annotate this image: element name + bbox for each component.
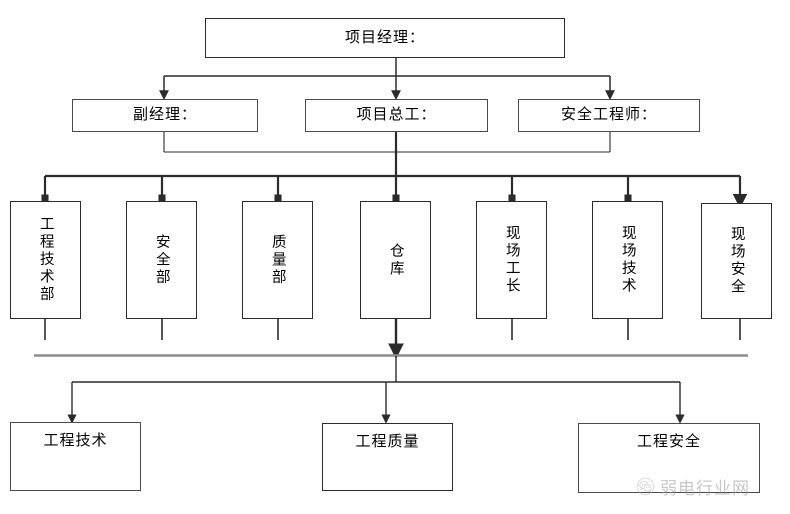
node-label: 工程技术部 xyxy=(37,216,54,304)
node-output-engineering-quality[interactable]: 工程质量 xyxy=(322,423,453,491)
node-label: 工程安全 xyxy=(636,433,701,450)
node-label: 安全部 xyxy=(153,233,170,287)
node-label: 质量部 xyxy=(269,233,286,287)
node-site-foreman[interactable]: 现场工长 xyxy=(476,201,547,319)
node-site-safety[interactable]: 现场安全 xyxy=(701,203,772,319)
node-project-manager[interactable]: 项目经理： xyxy=(205,18,565,58)
node-site-technician[interactable]: 现场技术 xyxy=(592,201,663,319)
node-label: 仓库 xyxy=(387,242,404,278)
node-engineering-tech-dept[interactable]: 工程技术部 xyxy=(10,201,81,319)
node-label: 项目经理： xyxy=(344,28,425,46)
node-label: 安全工程师： xyxy=(560,106,657,124)
node-deputy-manager[interactable]: 副经理： xyxy=(72,99,258,132)
node-quality-dept[interactable]: 质量部 xyxy=(242,201,313,319)
node-label: 项目总工： xyxy=(356,106,437,124)
node-output-engineering-safety[interactable]: 工程安全 xyxy=(578,423,760,493)
node-label: 现场技术 xyxy=(619,225,636,295)
node-label: 现场安全 xyxy=(728,226,745,296)
node-output-engineering-tech[interactable]: 工程技术 xyxy=(10,422,141,491)
node-label: 现场工长 xyxy=(503,225,520,295)
node-warehouse[interactable]: 仓库 xyxy=(360,201,431,319)
node-label: 工程技术 xyxy=(43,432,108,449)
node-safety-dept[interactable]: 安全部 xyxy=(126,201,197,319)
node-label: 工程质量 xyxy=(355,433,420,450)
node-label: 副经理： xyxy=(132,106,197,124)
node-chief-engineer[interactable]: 项目总工： xyxy=(305,99,488,132)
node-safety-engineer[interactable]: 安全工程师： xyxy=(518,99,700,132)
